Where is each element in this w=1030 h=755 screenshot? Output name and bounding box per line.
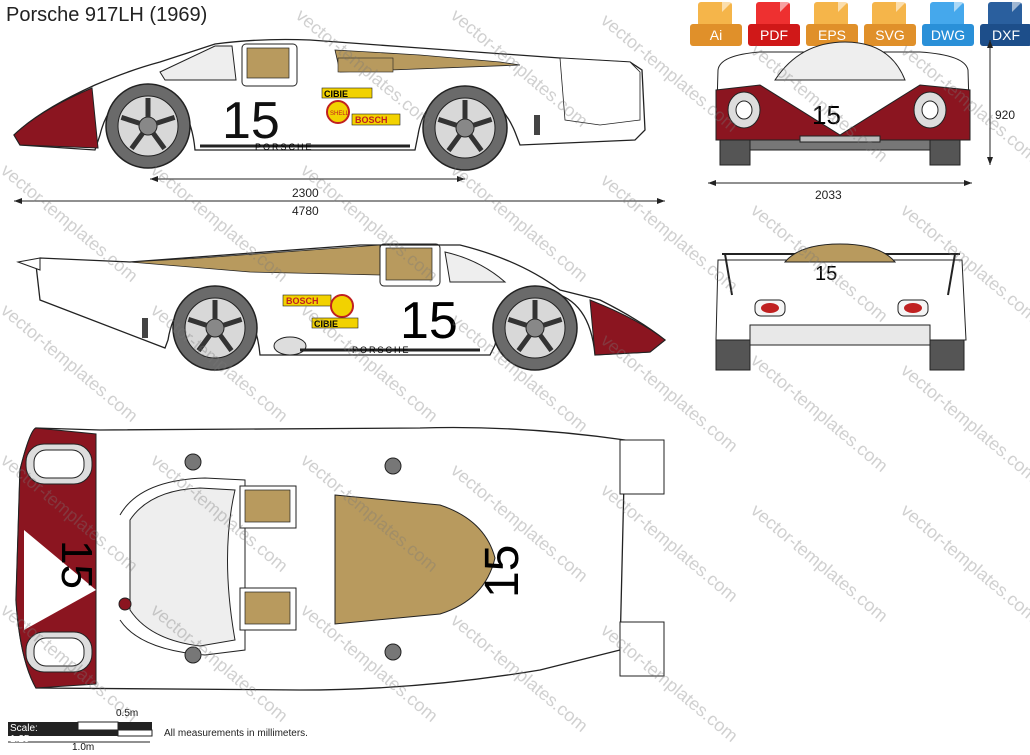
format-ai-badge[interactable]: Ai <box>690 2 742 52</box>
width-dim: 2033 <box>815 188 842 202</box>
format-eps-badge[interactable]: EPS <box>806 2 858 52</box>
front-number-15: 15 <box>812 100 841 130</box>
side-view-right: 15 BOSCH CIBIE PORSCHE <box>16 243 667 370</box>
side2-number-15: 15 <box>400 292 458 350</box>
sponsor2-porsche: PORSCHE <box>352 345 411 355</box>
side-dimensions <box>14 176 665 204</box>
format-badges: Ai PDF EPS SVG DWG DXF <box>690 2 1030 52</box>
side-view-left: 15 CIBIE SHELL BOSCH PORSCHE <box>13 38 646 171</box>
length-dim: 4780 <box>292 204 319 218</box>
scale-bar <box>8 721 153 743</box>
sponsor-cibie: CIBIE <box>324 89 348 99</box>
sponsor2-cibie: CIBIE <box>314 319 338 329</box>
format-pdf-badge[interactable]: PDF <box>748 2 800 52</box>
rear-number-15: 15 <box>815 263 837 285</box>
top-number-15: 15 <box>476 545 529 598</box>
sponsor-porsche: PORSCHE <box>255 142 314 152</box>
top-nose-number-15: 15 <box>52 540 101 589</box>
measurement-note: All measurements in millimeters. <box>164 728 308 739</box>
side-number-15: 15 <box>222 92 280 150</box>
front-view: 15 <box>708 40 993 186</box>
page-title: Porsche 917LH (1969) <box>6 4 208 26</box>
rear-view: 15 <box>715 243 967 371</box>
height-dim: 920 <box>995 108 1016 122</box>
sponsor2-bosch: BOSCH <box>286 296 319 306</box>
top-view: 15 15 <box>15 426 665 691</box>
format-dxf-badge[interactable]: DXF <box>980 2 1030 52</box>
format-dwg-badge[interactable]: DWG <box>922 2 974 52</box>
sponsor-bosch: BOSCH <box>355 115 388 125</box>
wheelbase-dim: 2300 <box>292 186 319 200</box>
format-svg-badge[interactable]: SVG <box>864 2 916 52</box>
sponsor-shell: SHELL <box>330 111 350 117</box>
